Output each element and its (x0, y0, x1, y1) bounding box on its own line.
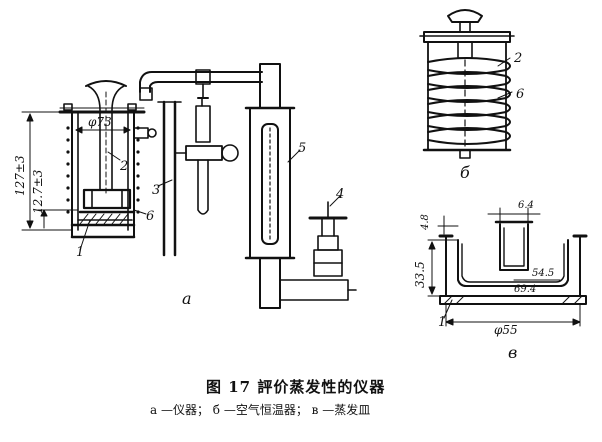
figure-legend: a —仪器； б —空气恒温器； в —蒸发皿 (150, 402, 370, 417)
part-5-label: 5 (298, 141, 306, 156)
part-2-label: 2 (119, 159, 128, 174)
dim-inner2: 69.4 (514, 284, 536, 295)
part-3-label: 3 (152, 183, 160, 198)
panel-a-label: a (182, 289, 192, 308)
panel-a-apparatus (21, 63, 357, 309)
panel-b-thermostat (419, 9, 515, 159)
dim-height-lower: 12.7±3 (31, 169, 45, 214)
dim-height: 33.5 (413, 261, 427, 288)
part-4-label: 4 (335, 187, 344, 202)
panel-c-dish (427, 207, 588, 327)
spiral-coils (427, 57, 511, 145)
stopcock (175, 97, 239, 215)
flowmeter (244, 63, 296, 309)
evaporating-dish (77, 188, 136, 221)
dim-diameter-73: φ73 (88, 115, 112, 129)
dim-height-total: 127±3 (13, 155, 27, 196)
panel-b-part-6: 6 (516, 87, 524, 102)
dim-base: φ55 (494, 323, 518, 337)
stand-rod (157, 100, 182, 257)
dim-top: 6.4 (518, 200, 534, 211)
dim-inner: 54.5 (532, 268, 554, 279)
figure-caption: 图 17 評价蒸发性的仪器 (206, 378, 385, 396)
part-1-label: 1 (76, 245, 84, 260)
panel-c-label: в (508, 343, 517, 362)
panel-a-leaders (79, 149, 341, 251)
panel-b-part-2: 2 (513, 51, 522, 66)
valve (279, 201, 357, 301)
air-pipe (139, 69, 263, 101)
hatching (79, 213, 129, 225)
dim-rim: 4.8 (420, 214, 431, 231)
trumpet-funnel (85, 80, 127, 196)
panel-a-dimensions (21, 111, 131, 231)
text-labels: 2 3 5 4 6 1 a φ73 127±3 12.7±3 2 6 б 6.4… (13, 51, 554, 417)
thermostat-box (58, 103, 146, 239)
part-6-label: 6 (146, 209, 154, 224)
panel-c-part-1: 1 (438, 315, 446, 330)
side-clamp (133, 127, 157, 139)
panel-b-label: б (460, 163, 470, 182)
